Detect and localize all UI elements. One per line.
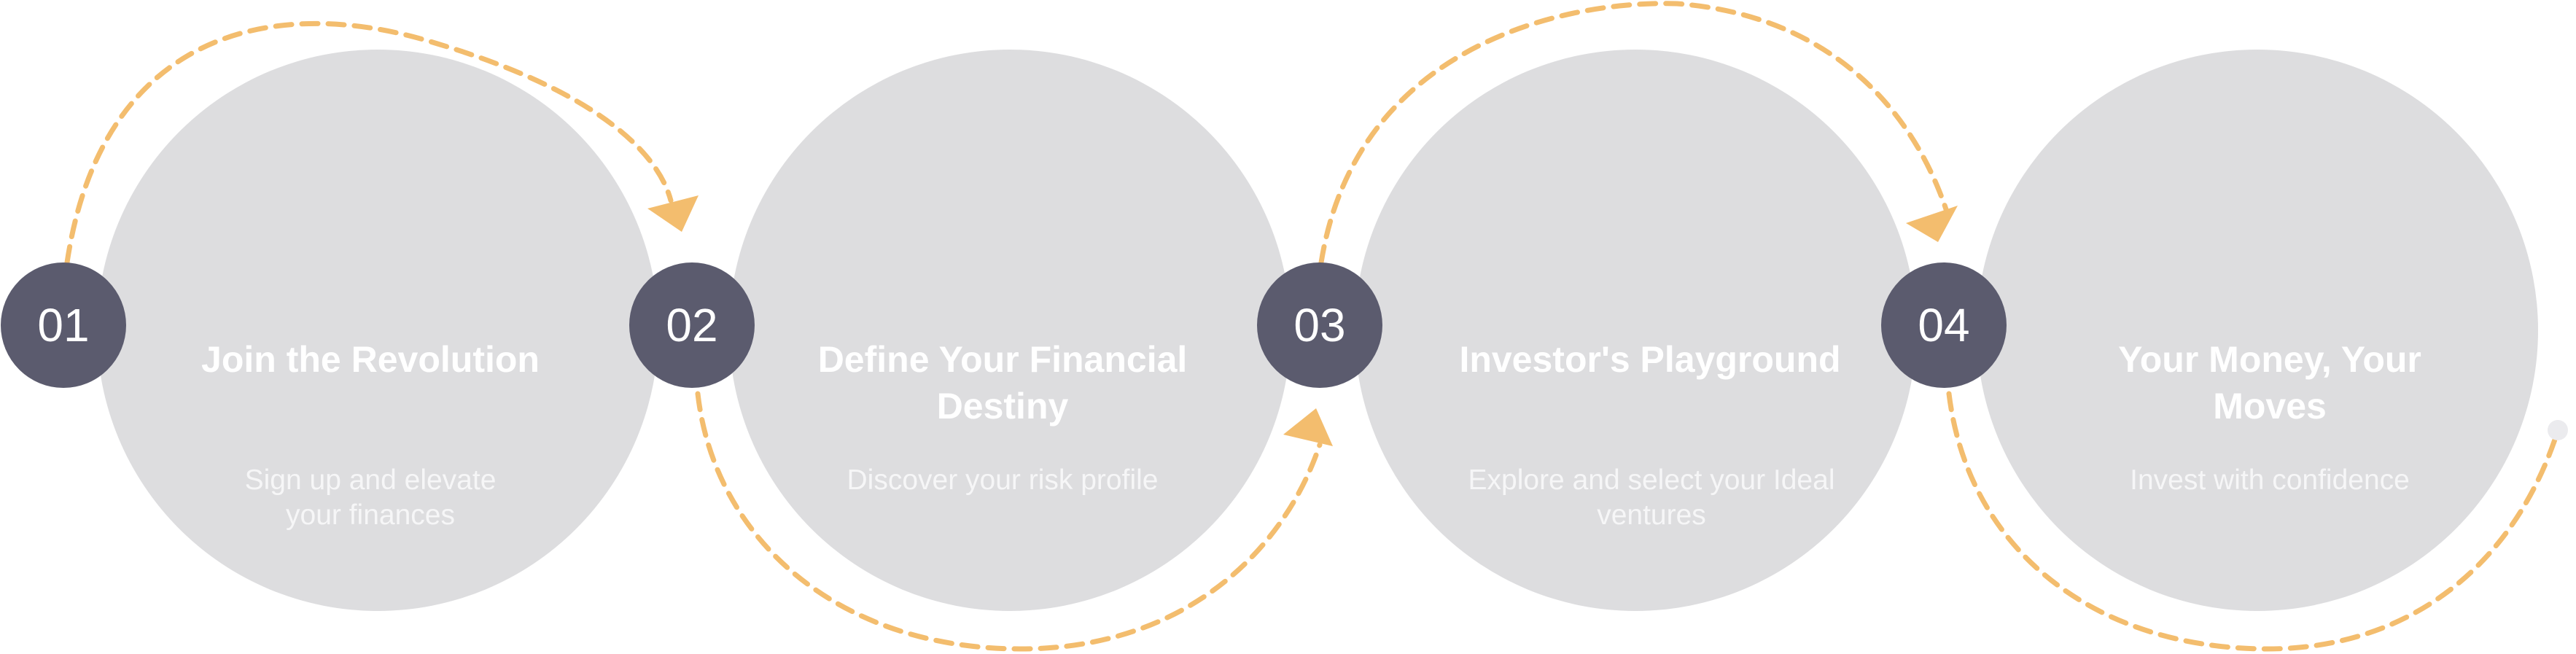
- step-2-description: Discover your risk profile: [847, 464, 1159, 496]
- arrow-head-1: [647, 195, 699, 232]
- step-3-title: Investor's Playground: [1459, 339, 1841, 380]
- end-dot: [2548, 420, 2568, 440]
- connector-arc-2-3: [695, 391, 1323, 652]
- connector-arc-4-end: [1946, 391, 2559, 652]
- connector-arc-3-4: [1318, 1, 1950, 265]
- step-3-circle: [1355, 50, 1916, 611]
- step-2-circle: [729, 50, 1291, 611]
- step-2-title: Define Your Financial Destiny: [817, 339, 1188, 427]
- step-1-description: Sign up and elevate your finances: [244, 464, 497, 531]
- step-4-number-badge: 04: [1881, 262, 2007, 388]
- step-2-number-badge: 02: [629, 262, 755, 388]
- step-1-number-badge: 01: [1, 262, 126, 388]
- step-4-description: Invest with confidence: [2130, 464, 2410, 496]
- step-1-title: Join the Revolution: [201, 339, 540, 380]
- step-1-circle: [97, 50, 658, 611]
- arrow-head-2: [1283, 408, 1333, 446]
- arrow-head-3: [1906, 206, 1958, 242]
- step-4-circle: [1977, 50, 2538, 611]
- step-4-title: Your Money, Your Moves: [2118, 339, 2421, 427]
- step-3-number-badge: 03: [1257, 262, 1382, 388]
- step-3-description: Explore and select your Ideal ventures: [1468, 464, 1835, 531]
- connector-arc-1-2: [64, 20, 674, 265]
